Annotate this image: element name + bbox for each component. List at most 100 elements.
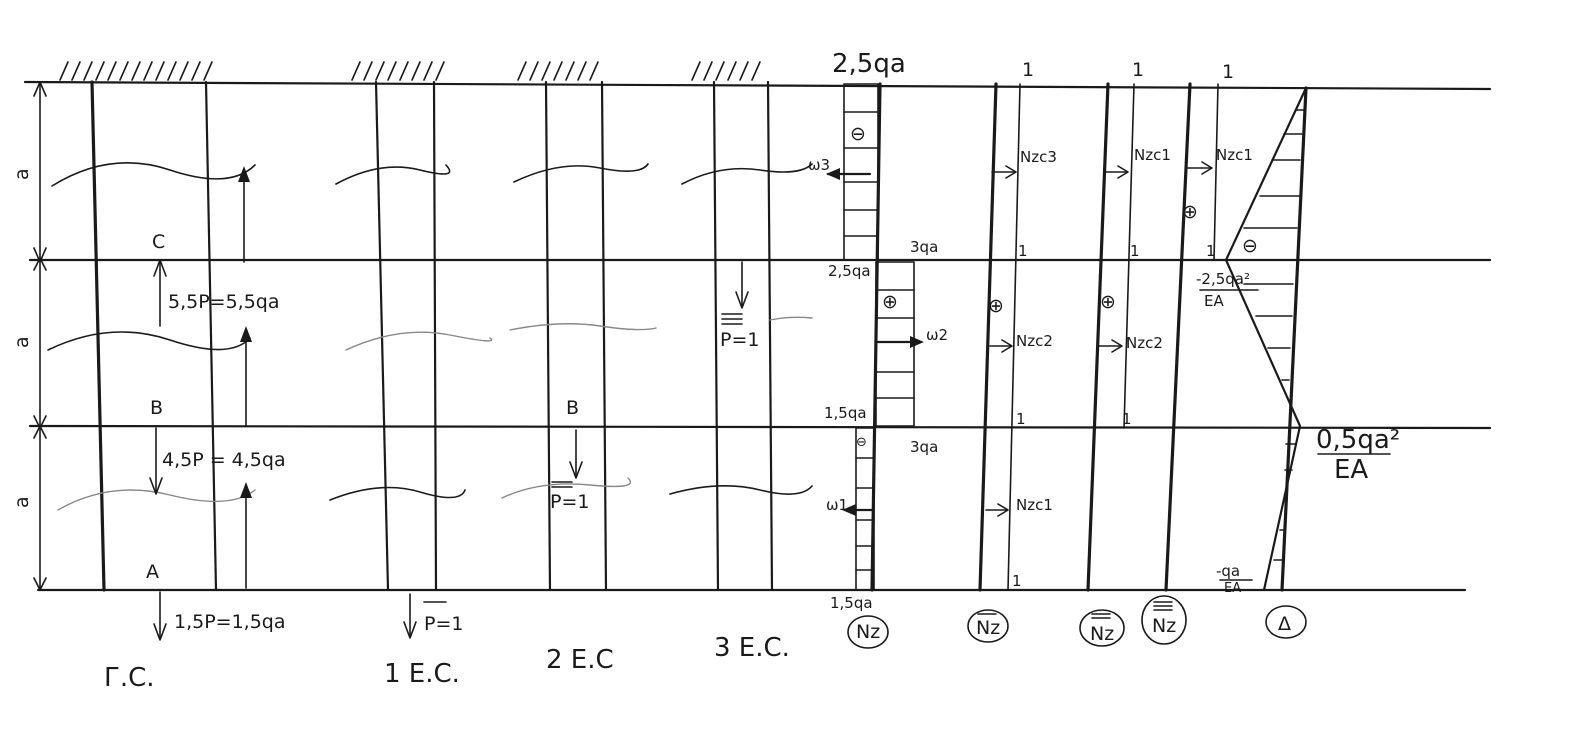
delta-a-den: EA bbox=[1224, 581, 1241, 596]
break-line-e2-3 bbox=[501, 477, 631, 499]
arrow-right-icon bbox=[1005, 165, 1017, 179]
legend-nz-tbar-circle bbox=[1141, 595, 1187, 645]
arrow-right-icon bbox=[1117, 165, 1129, 179]
equivalent-system-3: P=1 3 Е.С. bbox=[669, 80, 813, 663]
rod-e1-left bbox=[374, 80, 390, 592]
ud1-one-a: 1 bbox=[1012, 572, 1022, 590]
ud1-top-one: 1 bbox=[1022, 59, 1034, 81]
arrow-down-icon bbox=[569, 461, 583, 479]
arrow-up-icon bbox=[240, 326, 252, 342]
rod-e3-right bbox=[766, 80, 774, 592]
ud2-top-one: 1 bbox=[1132, 59, 1144, 81]
unit-diagram-1: 1 1 1 1 ⊕ Nzc3 Nzc2 Nzc1 bbox=[978, 59, 1057, 592]
arrow-left-icon bbox=[826, 168, 840, 180]
ud3-one-c: 1 bbox=[1206, 242, 1216, 260]
support-hatch-e2 bbox=[517, 61, 599, 81]
nz-bottom-value: 1,5qa bbox=[830, 594, 873, 612]
unit-force-label-3: P=1 bbox=[720, 329, 759, 351]
fixed-supports bbox=[59, 61, 761, 81]
diagram-legend: Nz Nz Nz Nz Δ bbox=[847, 595, 1307, 649]
nz-omega-2: ω2 bbox=[926, 326, 948, 344]
ud2-one-c: 1 bbox=[1130, 242, 1140, 260]
arrow-down-icon bbox=[403, 621, 417, 639]
legend-nz-bar-circle bbox=[967, 609, 1009, 643]
ud1-seg-1: Nzc3 bbox=[1020, 148, 1057, 166]
system-label-e1: 1 Е.С. bbox=[384, 659, 460, 689]
point-a-label: A bbox=[146, 561, 159, 583]
legend-nz-bar: Nz bbox=[976, 617, 1000, 639]
system-label-e3: 3 Е.С. bbox=[714, 633, 790, 663]
ud1-outline bbox=[1007, 83, 1021, 591]
force-f1-label: 1,5P=1,5qa bbox=[174, 611, 286, 633]
nz-at-b-right: 3qa bbox=[910, 438, 938, 456]
nz-minus-sign: ⊖ bbox=[850, 123, 866, 145]
rod-e2-left bbox=[544, 80, 552, 592]
legend-nz: Nz bbox=[856, 621, 880, 643]
delta-axis bbox=[1280, 86, 1308, 592]
system-label-gs: Г.С. bbox=[104, 663, 155, 693]
ud1-axis bbox=[978, 82, 998, 592]
arrow-right-icon bbox=[1201, 161, 1213, 175]
legend-nz-tbar: Nz bbox=[1152, 615, 1176, 637]
delta-a-value: -qa bbox=[1216, 562, 1240, 580]
nz-omega-3: ω3 bbox=[808, 156, 830, 174]
dimension-label-2: a bbox=[11, 336, 33, 348]
given-system: 5,5P=5,5qa 4,5P = 4,5qa 1,5P=1,5qa C B A… bbox=[47, 80, 286, 693]
force-f2-label: 4,5P = 4,5qa bbox=[162, 449, 286, 471]
ud3-axis bbox=[1164, 82, 1192, 592]
arrow-left-icon bbox=[842, 504, 856, 516]
ud3-seg-1: Nzc1 bbox=[1216, 146, 1253, 164]
horizontal-level-lines bbox=[23, 80, 1492, 592]
ud2-plus: ⊕ bbox=[1100, 291, 1116, 313]
break-line-e2-1 bbox=[513, 163, 649, 183]
ud1-seg-3: Nzc1 bbox=[1016, 496, 1053, 514]
ud3-top-one: 1 bbox=[1222, 61, 1234, 83]
nz-omega-1: ω1 bbox=[826, 496, 848, 514]
nz-minus-sign-bottom: ⊖ bbox=[856, 435, 867, 450]
nz-diagram: 2,5qa ⊖ ω3 2,5qa 3qa ⊕ ω2 1,5qa 3qa ⊖ ω1… bbox=[808, 49, 948, 612]
delta-c-value: -2,5qa² bbox=[1196, 270, 1250, 288]
level-top-line bbox=[23, 80, 1492, 91]
legend-nz-dbar-circle bbox=[1079, 609, 1125, 647]
equivalent-system-1: P=1 1 Е.С. bbox=[329, 80, 493, 689]
break-line-e1-2 bbox=[345, 331, 493, 351]
break-line-e1-3 bbox=[329, 486, 466, 501]
arrow-down-icon bbox=[735, 291, 749, 309]
break-line-e1-1 bbox=[335, 164, 451, 185]
nz-segment-middle bbox=[875, 261, 915, 427]
legend-delta-circle bbox=[1265, 605, 1307, 639]
point-b-label: B bbox=[150, 397, 163, 419]
break-line-gs-3 bbox=[57, 489, 256, 511]
unit-diagram-2: 1 1 1 ⊕ Nzc1 Nzc2 bbox=[1086, 59, 1171, 592]
delta-b-den: EA bbox=[1334, 455, 1368, 485]
unit-diagram-3: 1 1 ⊕ Nzc1 bbox=[1164, 61, 1253, 592]
ud1-one-c: 1 bbox=[1018, 242, 1028, 260]
delta-minus-sign: ⊖ bbox=[1242, 235, 1258, 257]
force-f3-label: 5,5P=5,5qa bbox=[168, 291, 280, 313]
ud3-outline bbox=[1213, 83, 1219, 261]
nz-top-value: 2,5qa bbox=[832, 49, 906, 79]
legend-nz-circle bbox=[847, 615, 889, 649]
equivalent-system-2: B P=1 2 Е.С bbox=[501, 80, 657, 675]
arrow-up-icon bbox=[240, 482, 252, 498]
rod-e2-right bbox=[600, 80, 608, 592]
level-b-line bbox=[28, 424, 1492, 430]
legend-nz-dbar: Nz bbox=[1090, 623, 1114, 645]
delta-curve bbox=[1224, 86, 1308, 592]
break-line-e3-2 bbox=[769, 316, 813, 321]
delta-diagram: ⊖ -2,5qa² EA 0,5qa² EA -qa EA bbox=[1196, 86, 1400, 596]
rod-e3-left bbox=[712, 80, 720, 592]
support-hatch-e3 bbox=[691, 61, 761, 81]
support-hatch-gs bbox=[59, 61, 213, 81]
ud1-plus: ⊕ bbox=[988, 295, 1004, 317]
arrow-down-icon bbox=[153, 623, 167, 641]
nz-at-c-right: 3qa bbox=[910, 238, 938, 256]
arrow-up-icon bbox=[238, 166, 250, 182]
rod-gs-left bbox=[90, 80, 106, 592]
dimension-label-3: a bbox=[11, 496, 33, 508]
break-line-gs-1 bbox=[51, 162, 256, 187]
legend-delta: Δ bbox=[1278, 613, 1291, 635]
delta-b-value: 0,5qa² bbox=[1316, 425, 1400, 455]
ud2-one-b: 1 bbox=[1122, 410, 1132, 428]
